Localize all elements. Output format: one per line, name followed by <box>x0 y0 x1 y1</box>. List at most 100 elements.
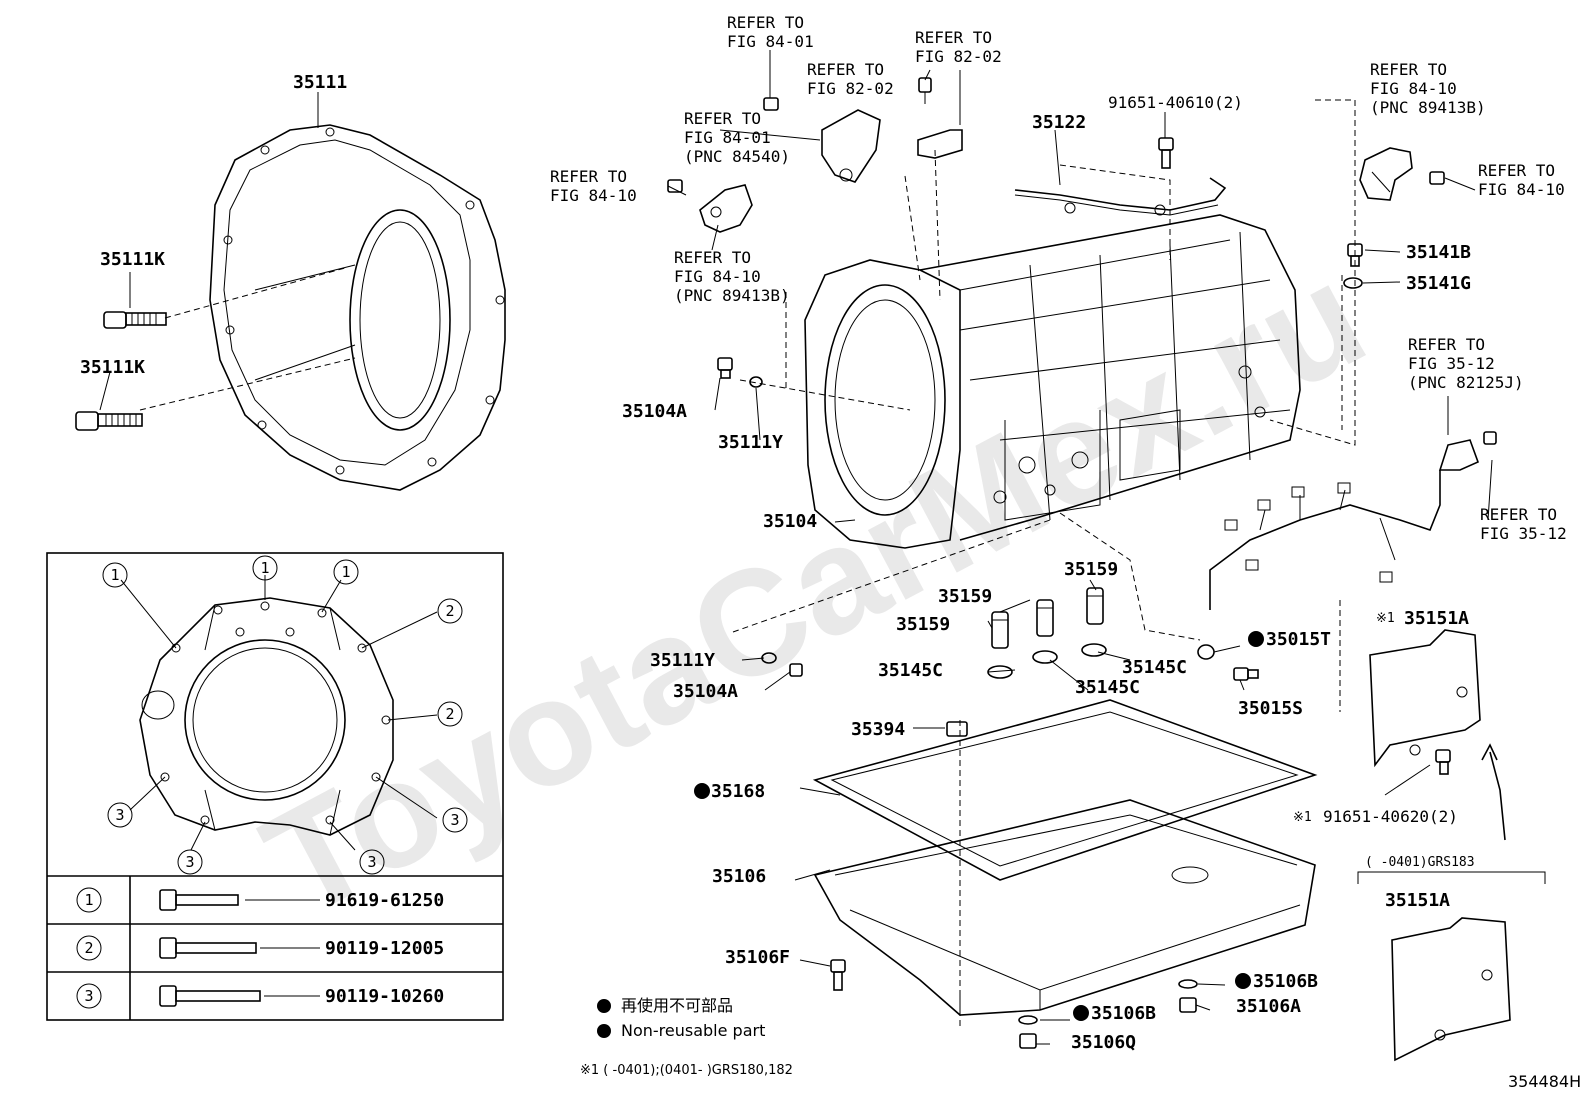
callout-3b: 3 <box>450 811 459 829</box>
arrow-head <box>1481 743 1498 761</box>
sleeve-35159-b <box>1036 599 1054 637</box>
transmission-case <box>804 214 1301 549</box>
bolt-table-row-3: 3 90119-10260 <box>76 983 444 1009</box>
label-35159-c: 35159 <box>896 614 950 635</box>
gasket-35106b-right <box>1178 979 1198 989</box>
plug-35104a-lower <box>789 663 803 677</box>
callout-3c: 3 <box>185 853 194 871</box>
callout-1c: 1 <box>341 563 350 581</box>
label-35122: 35122 <box>1032 112 1086 133</box>
bolt-91651-40610 <box>1158 137 1174 169</box>
bolt-part-3: 90119-10260 <box>325 986 444 1007</box>
note-mark-shield: ※1 <box>1376 611 1395 626</box>
label-35111k-lower: 35111K <box>80 357 145 378</box>
bolt-part-2: 90119-12005 <box>325 938 444 959</box>
callout-1b: 1 <box>260 559 269 577</box>
plug-35106q <box>1019 1033 1037 1049</box>
callout-2b: 2 <box>445 705 454 723</box>
label-35106b-right: 35106B <box>1253 971 1318 992</box>
bolt-35111k-lower <box>75 411 143 431</box>
plug-35015s <box>1233 667 1259 681</box>
note-mark-bolt: ※1 <box>1293 810 1312 825</box>
bell-housing <box>139 124 506 491</box>
label-35145c-b: 35145C <box>1122 657 1187 678</box>
label-35104a-lower: 35104A <box>673 681 738 702</box>
bolt-table-row-1: 1 91619-61250 <box>76 887 444 913</box>
oring-35015t <box>1197 644 1215 660</box>
legend-dot-en <box>597 1024 611 1038</box>
callout-1a: 1 <box>110 566 119 584</box>
oil-pan-gasket-35168 <box>812 699 1318 881</box>
svg-text:1: 1 <box>84 891 93 909</box>
curve-arrow <box>1489 751 1506 841</box>
bolt-table-row-2: 2 90119-12005 <box>76 935 444 961</box>
label-35145c-c: 35145C <box>1075 677 1140 698</box>
bolt-35111k-upper <box>103 311 167 329</box>
washer-35141g <box>1343 277 1363 289</box>
label-35015t: 35015T <box>1266 629 1331 650</box>
legend-dot-jp <box>597 999 611 1013</box>
wire-harness <box>1209 431 1497 610</box>
callout-2a: 2 <box>445 602 454 620</box>
label-35151a-main: 35151A <box>1404 608 1469 629</box>
label-35159-b: 35159 <box>938 586 992 607</box>
svg-text:3: 3 <box>84 987 93 1005</box>
label-35111y-upper: 35111Y <box>718 432 783 453</box>
bolt-35106f <box>830 959 846 991</box>
nonreusable-dot-35106b-bottom <box>1073 1005 1089 1021</box>
footnote-bottom: ※1 ( -0401);(0401- )GRS180,182 <box>580 1063 793 1078</box>
label-35111y-lower: 35111Y <box>650 650 715 671</box>
nonreusable-dot-35015t <box>1248 631 1264 647</box>
variant-bracket <box>1357 871 1546 884</box>
nonreusable-dot-35106b-right <box>1235 973 1251 989</box>
callout-3d: 3 <box>367 853 376 871</box>
nonreusable-dot-35168 <box>694 783 710 799</box>
plug-35106a <box>1179 997 1197 1013</box>
speed-sensor-84-01 <box>763 97 881 183</box>
label-91651-40620: 91651-40620(2) <box>1323 807 1458 826</box>
label-35159-a: 35159 <box>1064 559 1118 580</box>
variant-note: ( -0401)GRS183 <box>1365 855 1475 870</box>
sleeve-35159-c <box>1086 587 1104 625</box>
label-35394: 35394 <box>851 719 905 740</box>
label-35015s: 35015S <box>1238 698 1303 719</box>
label-35106f: 35106F <box>725 947 790 968</box>
svg-text:2: 2 <box>84 939 93 957</box>
label-35106: 35106 <box>712 866 766 887</box>
magnet-35394 <box>946 721 968 737</box>
legend-jp: 再使用不可部品 <box>621 996 733 1015</box>
washer-35145c-c <box>1081 643 1107 657</box>
shield-35151a-main <box>1369 629 1481 768</box>
oil-pan-35106 <box>813 799 1316 1016</box>
label-35104a-upper: 35104A <box>622 401 687 422</box>
shield-35151a-variant <box>1391 917 1511 1062</box>
label-35151a-variant: 35151A <box>1385 890 1450 911</box>
sleeve-35159-a <box>991 611 1009 649</box>
plug-35104a-upper <box>717 357 733 379</box>
washer-35145c-b <box>1032 650 1058 664</box>
bolt-35141b <box>1347 243 1363 267</box>
bracket-82-02 <box>917 77 963 159</box>
label-35106b-bottom: 35106B <box>1091 1003 1156 1024</box>
legend-en: Non-reusable part <box>621 1021 765 1040</box>
label-35106a: 35106A <box>1236 996 1301 1017</box>
bolt-91651-40620 <box>1435 749 1451 775</box>
label-35141b: 35141B <box>1406 242 1471 263</box>
label-35104: 35104 <box>763 511 817 532</box>
sensor-89413b-right <box>1359 147 1445 201</box>
oring-35111y-upper <box>749 376 763 388</box>
label-35145c-a: 35145C <box>878 660 943 681</box>
label-35168: 35168 <box>711 781 765 802</box>
pipe-35122 <box>1014 177 1227 216</box>
